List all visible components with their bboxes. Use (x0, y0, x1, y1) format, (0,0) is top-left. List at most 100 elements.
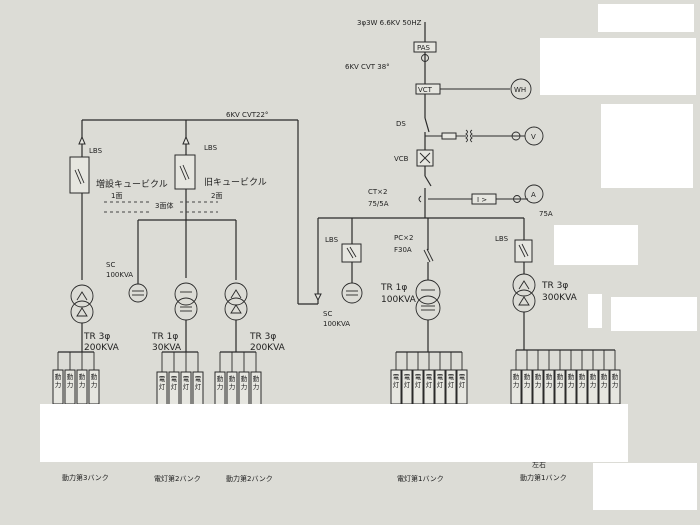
branch-label-char: 力 (557, 380, 564, 389)
branch-label-char: 電 (448, 373, 455, 381)
left-transformers: TR 3φ 200KVA TR 1φ 30KVA TR 3φ 200KVA (70, 282, 286, 353)
branch-label-char: 力 (590, 380, 597, 389)
branch-label-char: 動 (557, 372, 564, 381)
branch-label-char: 電 (437, 373, 444, 381)
lbs1-fuse-icon (74, 169, 82, 185)
right-sc-rating: 100KVA (323, 320, 350, 328)
tr-light2-secondary-icon (174, 297, 198, 321)
branch-label-char: 動 (568, 372, 575, 381)
ammeter-label: A (531, 191, 536, 199)
lbs1-arrow-icon (78, 135, 86, 145)
watt-hour-meter-icon (510, 78, 532, 100)
incoming-supply: 3φ3W 6.6KV 50HZ PAS 6KV CVT 38° VCT WH D… (345, 19, 553, 218)
vct-label: VCT (418, 86, 433, 94)
branch-label-char: 電 (195, 375, 202, 383)
branch-label-char: 電 (426, 373, 433, 381)
left-feeder-cvt-label: 6KV CVT22° (226, 111, 268, 119)
branch-label-char: 動 (612, 372, 619, 381)
lbs2-label: LBS (204, 144, 218, 152)
redaction-box (598, 4, 694, 32)
branch-label-char: 力 (217, 382, 224, 391)
branch-label-char: 動 (55, 372, 62, 381)
ds-label: DS (396, 120, 406, 128)
left-sc-name: SC (106, 261, 115, 269)
branch-label-char: 動 (91, 372, 98, 381)
ammeter-rating-label: 75A (539, 210, 553, 218)
left-capacitor-icon (128, 283, 148, 303)
lbs1-label: LBS (89, 147, 103, 155)
tr-power3-secondary-icon (70, 300, 94, 324)
ammeter-icon (524, 184, 544, 204)
redaction-box (601, 104, 693, 188)
branch-label-char: 動 (590, 372, 597, 381)
bank-light2-label: 電灯第2バンク (154, 474, 201, 483)
tr-light1-name: TR 1φ (380, 283, 407, 293)
add-cubicle-box (69, 156, 90, 194)
branch-label-char: 電 (459, 373, 466, 381)
branch-label-char: 動 (79, 372, 86, 381)
tr-power3-rating: 200KVA (84, 343, 120, 353)
relay-label: I > (477, 196, 487, 204)
right-lbs2-label: LBS (495, 235, 509, 243)
old-cubicle-name: 旧キュービクル (204, 177, 267, 188)
redaction-box (554, 225, 638, 265)
tr-power2-rating: 200KVA (250, 343, 286, 353)
left-sc-rating: 100KVA (106, 271, 133, 279)
pc-rating-label: F30A (394, 246, 412, 254)
branch-label-char: 灯 (459, 380, 466, 389)
branch-label-char: 動 (601, 372, 608, 381)
branch-label-char: 力 (229, 382, 236, 391)
redaction-box (611, 297, 697, 331)
branch-label-char: 灯 (415, 380, 422, 389)
pc-label: PC×2 (394, 234, 413, 242)
tr-power3-name: TR 3φ (83, 332, 110, 342)
branch-label-char: 力 (253, 382, 260, 391)
tr-light2-rating: 30KVA (152, 343, 182, 353)
right-switchgear: LBS SC 100KVA PC×2 F30A LBS (314, 218, 533, 328)
add-cubicle-name: 増設キュービクル (96, 178, 168, 190)
branch-label-char: 動 (253, 374, 260, 383)
tr-power1-primary-icon (512, 273, 536, 297)
branch-label-char: 動 (241, 374, 248, 383)
ct-icon (418, 195, 422, 203)
right-sc-name: SC (323, 310, 332, 318)
branch-label-char: 動 (513, 372, 520, 381)
left-sc: SC 100KVA (106, 261, 148, 303)
bank-power1-label: 動力第1バンク (520, 473, 567, 482)
right-lbs1-label: LBS (325, 236, 339, 244)
wh-label: WH (514, 86, 526, 94)
tr-power3-primary-icon (70, 284, 94, 308)
branch-label-char: 電 (171, 375, 178, 383)
bank-power3-label: 動力第3バンク (62, 473, 109, 482)
branch-label-char: 灯 (393, 380, 400, 389)
branch-label-char: 動 (67, 372, 74, 381)
redaction-box (593, 463, 697, 510)
vt-coil-icon (465, 129, 468, 143)
lbs2-fuse-icon (179, 165, 187, 181)
voltmeter-label: V (531, 133, 536, 141)
branch-label-char: 動 (546, 372, 553, 381)
ds-switch-icon (424, 117, 430, 133)
branch-label-char: 灯 (404, 380, 411, 389)
bank-power2-label: 動力第2バンク (226, 474, 273, 483)
branch-label-char: 電 (393, 373, 400, 381)
old-cubicle-count: 2面 (211, 192, 222, 200)
tr-power2-secondary-icon (224, 297, 248, 321)
branch-label-char: 力 (55, 380, 62, 389)
lbs2-arrow-icon (182, 135, 190, 145)
tr-power2-name: TR 3φ (249, 332, 276, 342)
branch-label-char: 力 (241, 382, 248, 391)
right-lbs1-fuse-icon (346, 247, 354, 259)
branch-label-char: 力 (601, 380, 608, 389)
branch-label-char: 動 (217, 374, 224, 383)
branch-label-char: 電 (404, 373, 411, 381)
branch-label-char: 灯 (448, 380, 455, 389)
right-lbs1-box (341, 243, 362, 263)
redaction-box (588, 294, 602, 328)
pc-fuse-icon (423, 249, 431, 263)
branch-label-char: 灯 (183, 382, 190, 391)
ct-ratio-label: 75/5A (368, 200, 389, 208)
branch-label-char: 灯 (437, 380, 444, 389)
